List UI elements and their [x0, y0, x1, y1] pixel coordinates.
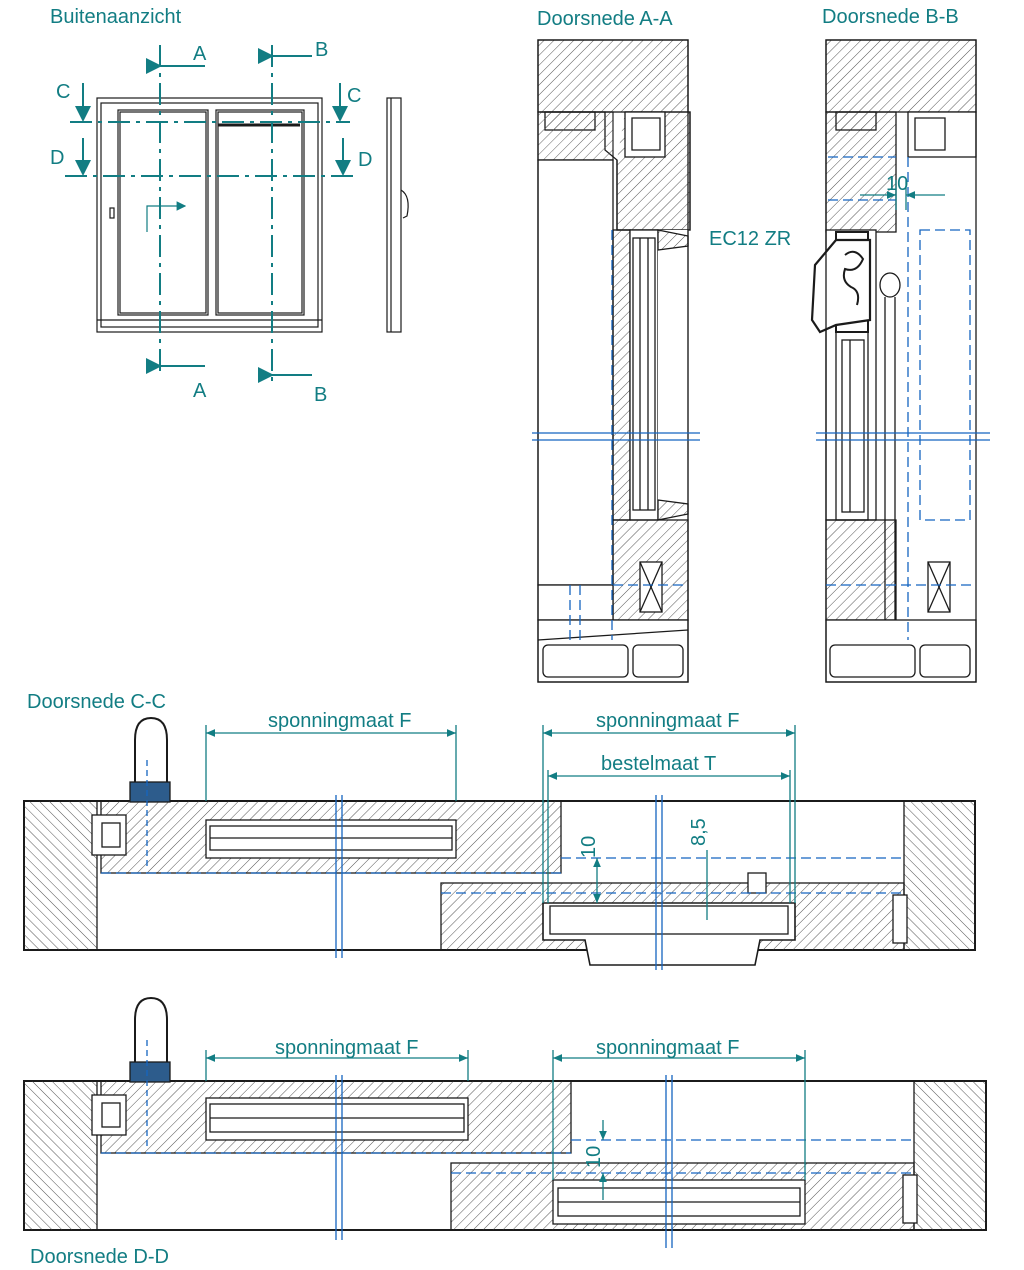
- marker-b-bottom: B: [314, 384, 327, 406]
- section-lines: [65, 45, 355, 385]
- marker-a-top: A: [193, 43, 207, 65]
- cc-rebate-left-label: sponningmaat F: [268, 710, 411, 732]
- section-dd-guides: [101, 1040, 914, 1248]
- cc-rebate-right-label: sponningmaat F: [596, 710, 739, 732]
- cc-dimension-8-5: 8,5: [688, 818, 710, 846]
- vent-label: EC12 ZR: [709, 228, 791, 250]
- outside-view: A A B B C C D D: [50, 39, 409, 406]
- section-bb-drawing: [810, 39, 990, 683]
- cc-dimension-10: 10: [578, 836, 600, 858]
- dd-rebate-left-label: sponningmaat F: [275, 1037, 418, 1059]
- title-section-bb: Doorsnede B-B: [822, 6, 959, 28]
- title-section-dd: Doorsnede D-D: [30, 1246, 169, 1268]
- section-aa-drawing: [532, 39, 700, 683]
- bb-head-frame: [825, 39, 977, 113]
- cc-order-size-label: bestelmaat T: [601, 753, 716, 775]
- aa-head-frame: [537, 39, 689, 113]
- dd-rebate-right-label: sponningmaat F: [596, 1037, 739, 1059]
- section-cc-guides: [101, 760, 904, 970]
- marker-d-left: D: [50, 147, 64, 169]
- title-outside-view: Buitenaanzicht: [50, 6, 182, 28]
- marker-a-bottom: A: [193, 380, 207, 402]
- marker-c-left: C: [56, 81, 70, 103]
- section-dd-dimensions: [205, 1050, 806, 1200]
- section-cc-dimensions: [205, 725, 796, 920]
- section-dd-drawing: [23, 996, 987, 1231]
- title-section-aa: Doorsnede A-A: [537, 8, 673, 30]
- title-section-cc: Doorsnede C-C: [27, 691, 166, 713]
- marker-b-top: B: [315, 39, 328, 61]
- section-cc-drawing: [23, 716, 976, 966]
- bb-dimension-10: 10: [886, 173, 908, 195]
- vent-ec12zr: [810, 238, 872, 334]
- dd-dimension-10: 10: [583, 1146, 605, 1168]
- marker-c-right: C: [347, 85, 361, 107]
- window-frame-elevation: [96, 97, 323, 333]
- opening-direction-arrow: [146, 201, 187, 232]
- marker-d-right: D: [358, 149, 372, 171]
- window-side-view: [386, 97, 409, 333]
